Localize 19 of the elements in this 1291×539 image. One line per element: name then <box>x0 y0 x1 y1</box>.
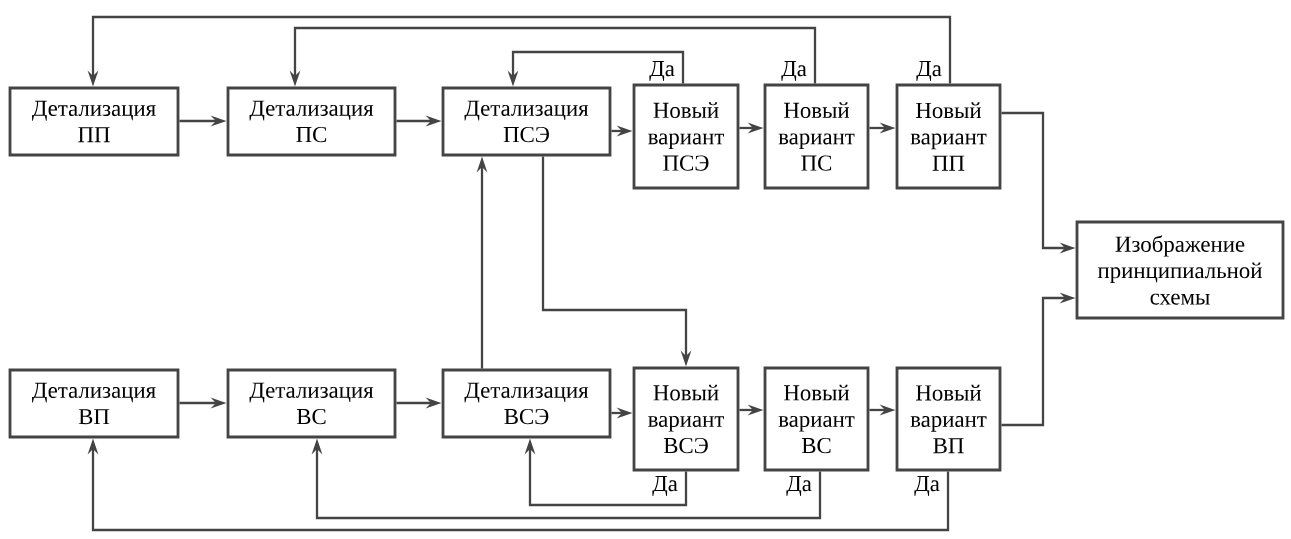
process-box: Новый вариант ВП <box>895 366 1002 472</box>
process-box: Детализация ВП <box>8 368 180 439</box>
edge-label: Да <box>650 474 680 498</box>
edge-label: Да <box>914 59 944 83</box>
process-box: Изображение принципиальной схемы <box>1075 220 1285 320</box>
process-box: Детализация ВС <box>226 368 397 439</box>
process-box: Детализация ПСЭ <box>441 86 612 157</box>
process-box: Детализация ВСЭ <box>441 368 612 439</box>
edge-label: Да <box>912 474 942 498</box>
edge-label: Да <box>647 59 677 83</box>
process-box: Новый вариант ВС <box>763 366 870 472</box>
process-box: Новый вариант ПС <box>763 83 870 190</box>
edge-label: Да <box>779 59 809 83</box>
edge-label: Да <box>784 474 814 498</box>
process-box: Детализация ПП <box>8 86 180 157</box>
process-box: Новый вариант ПСЭ <box>632 83 740 190</box>
process-box: Новый вариант ВСЭ <box>632 366 740 472</box>
process-box: Новый вариант ПП <box>895 83 1002 190</box>
process-box: Детализация ПС <box>226 86 397 157</box>
